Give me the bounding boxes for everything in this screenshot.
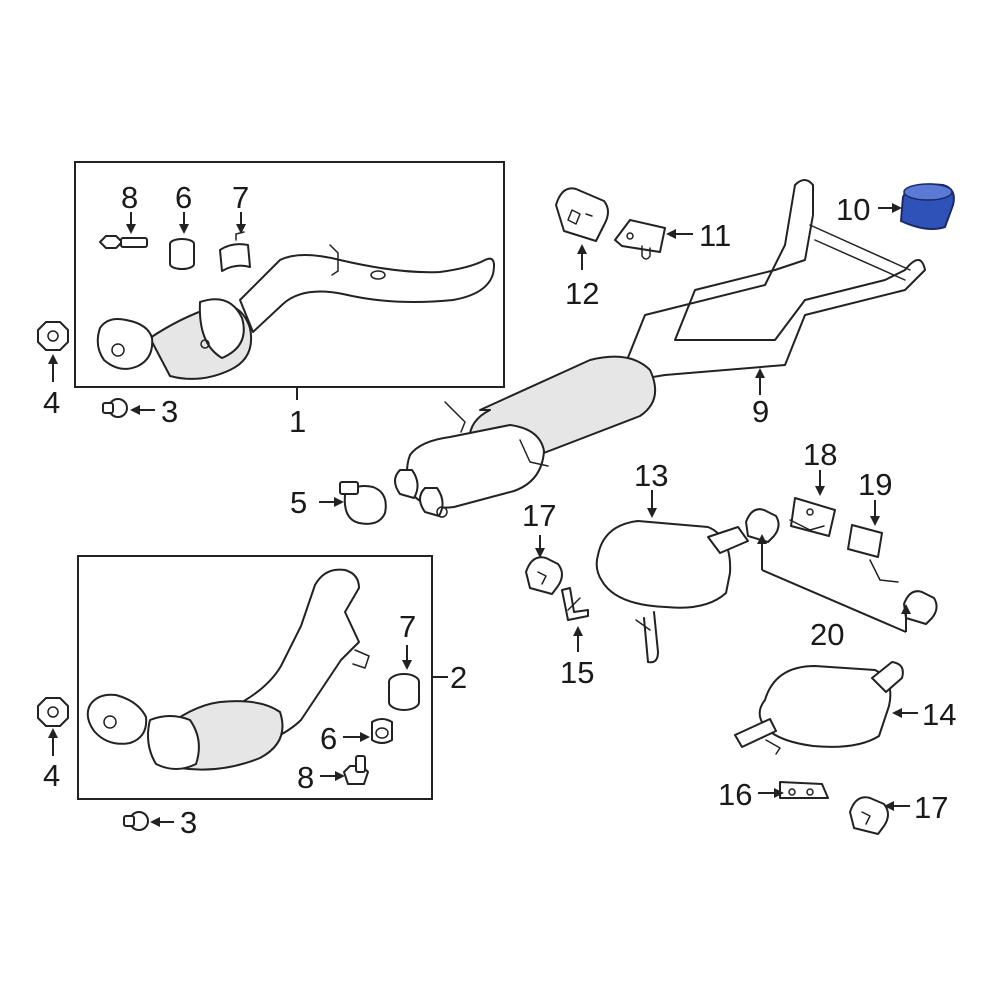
callout-8-upper: 8 xyxy=(121,180,138,215)
callout-11: 11 xyxy=(699,218,731,253)
assembly-2-frame xyxy=(77,555,433,800)
part-10-exhaust-tip[interactable] xyxy=(899,183,955,230)
part-17-hanger-mid[interactable] xyxy=(525,556,563,595)
part-18-bracket[interactable] xyxy=(789,497,836,537)
part-8-bolt-lower[interactable] xyxy=(343,755,369,785)
part-17-hanger-rear[interactable] xyxy=(849,796,889,835)
part-11-bracket[interactable] xyxy=(614,219,666,260)
part-19-bracket[interactable] xyxy=(847,524,899,583)
callout-6-upper: 6 xyxy=(175,180,192,215)
part-3-stud-lower[interactable] xyxy=(123,811,149,831)
part-12-hanger[interactable] xyxy=(555,187,609,242)
callout-20: 20 xyxy=(810,617,844,652)
part-1-catalytic-converter-pipe[interactable] xyxy=(96,244,495,380)
part-7-clamp-upper[interactable] xyxy=(219,231,251,272)
callout-16: 16 xyxy=(718,777,752,812)
part-14-muffler[interactable] xyxy=(734,661,904,755)
callout-10: 10 xyxy=(836,192,870,227)
callout-9: 9 xyxy=(752,394,769,429)
assembly-1-frame xyxy=(74,161,505,388)
part-16-bracket[interactable] xyxy=(779,781,829,799)
part-3-stud-upper[interactable] xyxy=(102,398,128,418)
callout-5: 5 xyxy=(290,485,307,520)
part-9-exhaust-system[interactable] xyxy=(394,179,926,518)
callout-1: 1 xyxy=(289,404,306,439)
part-4-nut-upper[interactable] xyxy=(37,321,69,351)
callout-19: 19 xyxy=(858,467,892,502)
part-7-clamp-lower[interactable] xyxy=(388,673,420,711)
callout-7-lower: 7 xyxy=(399,609,416,644)
callout-4-lower: 4 xyxy=(43,758,60,793)
callout-3-upper: 3 xyxy=(161,394,178,429)
callout-7-upper: 7 xyxy=(232,180,249,215)
callout-3-lower: 3 xyxy=(180,805,197,840)
callout-labels: 8 6 7 4 3 1 5 9 10 11 12 13 17 15 18 19 … xyxy=(43,180,956,840)
part-13-muffler[interactable] xyxy=(595,520,749,664)
part-6-sleeve-lower[interactable] xyxy=(371,718,393,744)
part-20-hanger-lower[interactable] xyxy=(903,590,938,625)
callout-17-mid: 17 xyxy=(522,498,556,533)
part-20-hanger-upper[interactable] xyxy=(745,508,780,543)
part-8-bolt-upper[interactable] xyxy=(99,235,148,249)
callout-6-lower: 6 xyxy=(320,721,337,756)
callout-15: 15 xyxy=(560,655,594,690)
callout-4-upper: 4 xyxy=(43,385,60,420)
part-6-sleeve-upper[interactable] xyxy=(169,238,195,270)
part-2-catalytic-converter-pipe[interactable] xyxy=(86,568,370,771)
callout-8-lower: 8 xyxy=(297,760,314,795)
callout-12: 12 xyxy=(565,276,599,311)
part-4-nut-lower[interactable] xyxy=(37,697,69,727)
callout-18: 18 xyxy=(803,437,837,472)
callout-14: 14 xyxy=(922,697,956,732)
callout-13: 13 xyxy=(634,458,668,493)
callout-17-rear: 17 xyxy=(914,790,948,825)
part-5-clamp[interactable] xyxy=(339,481,387,525)
callout-2: 2 xyxy=(450,660,467,695)
part-15-bracket[interactable] xyxy=(561,587,589,621)
leader-lines xyxy=(48,203,918,827)
